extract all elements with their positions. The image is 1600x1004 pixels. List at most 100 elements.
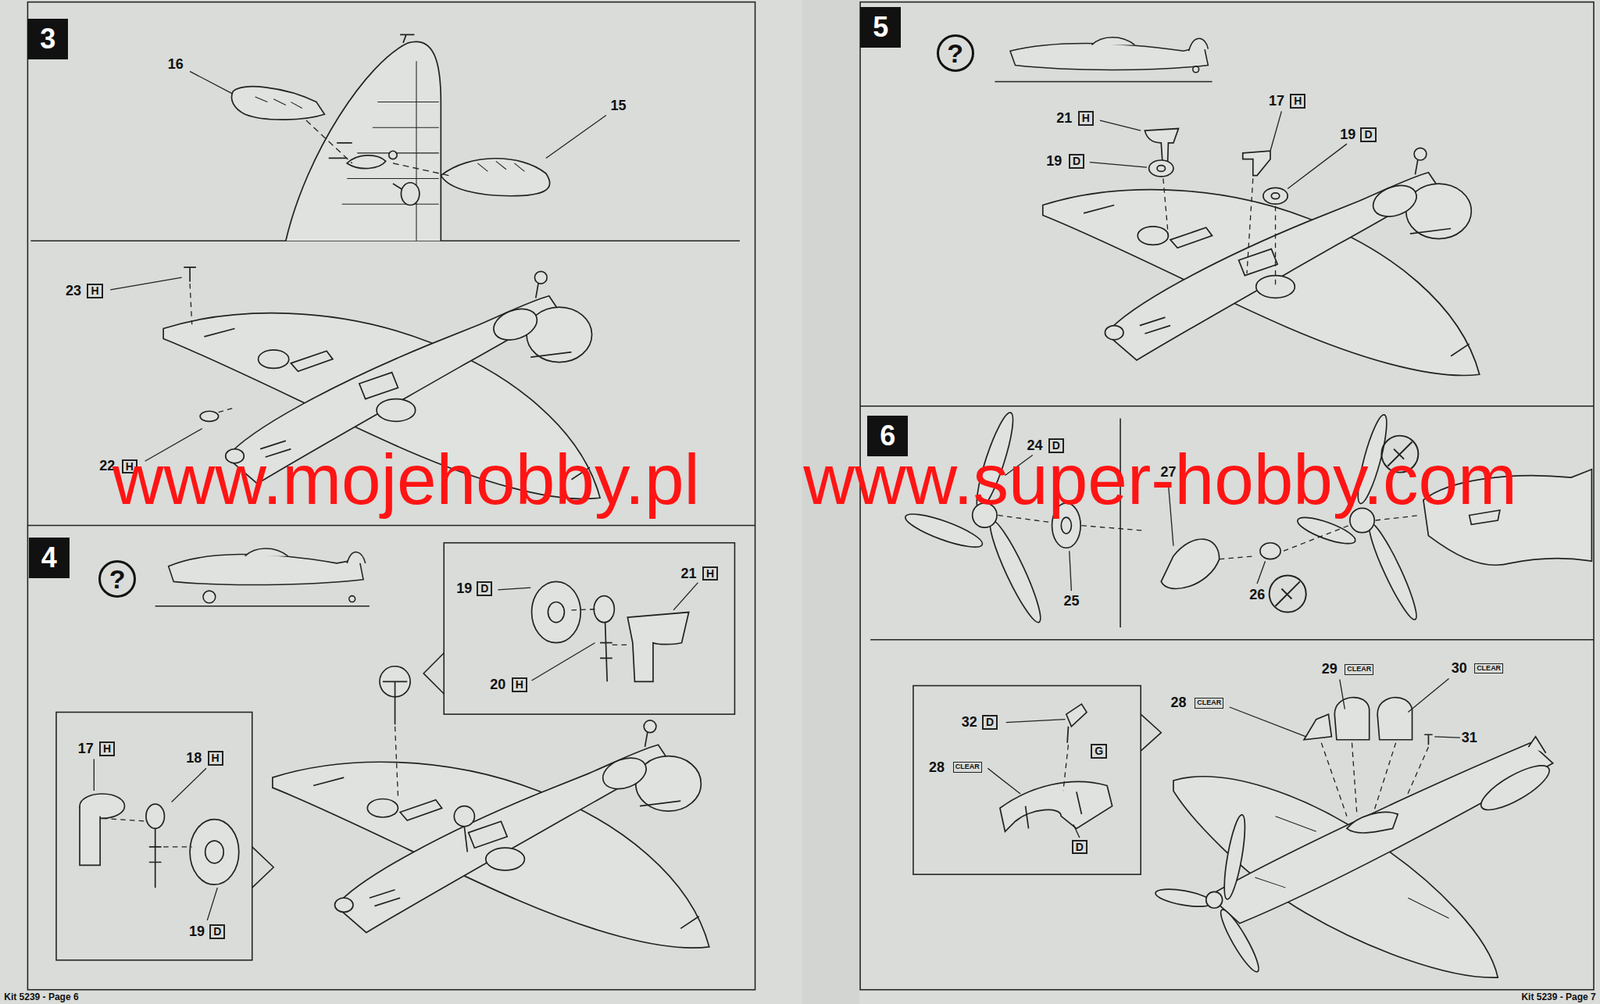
node-text: D (1364, 128, 1372, 141)
node-text: 5 (871, 13, 890, 42)
aircraft-top-view (1254, 816, 1449, 919)
propeller-parts (902, 410, 1592, 627)
node-text: H (706, 567, 715, 580)
landing-gear-parts (547, 601, 565, 622)
aircraft-top-view (1215, 906, 1265, 975)
landing-gear-parts (382, 681, 408, 725)
callout-number: 29 (1321, 660, 1339, 678)
sprue-letter: D (1068, 153, 1085, 169)
node-text: CLEAR (955, 763, 980, 772)
inset-box (423, 653, 444, 694)
aircraft-side-view (245, 548, 289, 557)
node-text: H (211, 752, 220, 765)
callout-number: 19 (455, 580, 473, 597)
callout-number: 19 (1045, 153, 1063, 170)
aircraft-top-view (1528, 736, 1546, 754)
node-text: CLEAR (1476, 664, 1501, 673)
landing-gear-parts (79, 806, 100, 866)
canopy-parts (1334, 697, 1369, 740)
assembly-guide (997, 514, 1421, 559)
canopy-parts (1377, 697, 1412, 740)
aircraft-side-view (155, 548, 370, 607)
callout-number: 25 (1062, 592, 1080, 610)
landing-gear-parts (600, 622, 613, 683)
propeller-parts (1260, 542, 1281, 560)
page-footer: Kit 5239 - Page 6 (3, 991, 79, 1003)
aircraft-underside (272, 720, 710, 948)
landing-gear-parts (464, 826, 468, 853)
tail-assembly (232, 86, 325, 120)
inset-box (56, 542, 735, 961)
aircraft-top-view (1206, 891, 1223, 908)
propeller-parts (1160, 539, 1219, 589)
gear-door-parts (1149, 160, 1174, 177)
inset-box (443, 542, 735, 715)
sprue-letter: H (1078, 110, 1094, 126)
gear-door-parts (1157, 165, 1165, 172)
aircraft-top-view (1475, 757, 1556, 818)
small-parts (200, 410, 219, 422)
node-text: D (1072, 155, 1081, 168)
tail-assembly (400, 182, 420, 206)
callout-number: 24 (1025, 437, 1043, 454)
aircraft-side-view (1091, 37, 1135, 46)
landing-gear-parts (532, 581, 582, 643)
aircraft-side-view (994, 81, 1212, 83)
callout-number: 27 (1159, 464, 1177, 481)
assembly-guide (102, 609, 631, 847)
aircraft-side-view (1010, 43, 1208, 71)
aircraft-side-view (1192, 66, 1200, 73)
callout-number: 32 (960, 714, 979, 731)
sprue-letter: CLEAR (953, 761, 983, 773)
sprue-letter: CLEAR (1194, 697, 1224, 709)
landing-gear-parts (593, 596, 615, 623)
page-footer: Kit 5239 - Page 7 (1521, 991, 1596, 1003)
tail-assembly (400, 34, 415, 43)
tail-assembly (346, 155, 386, 169)
tail-assembly (285, 41, 441, 241)
sprue-letter: H (1289, 93, 1306, 109)
gear-door-parts (1144, 128, 1288, 205)
step-number: 3 (27, 18, 68, 60)
callout-number: 17 (1267, 92, 1286, 110)
sprue-letter: D (982, 714, 998, 730)
callout-number: 26 (1248, 586, 1266, 604)
aircraft-side-view (1189, 38, 1209, 51)
gear-door-parts (1242, 150, 1271, 175)
callout-number: 28 (928, 759, 946, 776)
small-parts (183, 267, 218, 422)
aircraft-top-view (1209, 742, 1554, 924)
landing-gear-parts (146, 803, 165, 829)
inset-box (1140, 714, 1161, 751)
canopy-parts (1067, 726, 1068, 743)
node-text: 3 (38, 25, 58, 54)
node-text: G (1094, 745, 1104, 758)
propeller-parts (983, 516, 1048, 626)
step-number: 4 (28, 537, 70, 579)
canopy-parts (1025, 791, 1083, 829)
assembly-guide (189, 283, 233, 413)
tail-assembly (342, 60, 440, 241)
step-number: 5 (860, 7, 901, 48)
help-symbol: ? (936, 34, 975, 72)
canopy-parts (1066, 703, 1087, 727)
callout-number: 21 (680, 565, 698, 583)
node-text: CLEAR (1196, 699, 1222, 708)
aircraft-side-view (994, 37, 1212, 83)
landing-gear-parts (189, 819, 240, 886)
sprue-letter: D (1071, 839, 1088, 855)
node-text: CLEAR (1346, 665, 1372, 674)
small-parts (183, 267, 197, 282)
node-text: D (480, 582, 489, 595)
panel-frame (860, 405, 1594, 408)
tail-assembly (232, 34, 550, 241)
no-glue-symbol (1275, 581, 1300, 606)
sprue-letter: H (702, 566, 718, 582)
callout-number: 20 (489, 676, 507, 693)
sprue-letter: D (476, 581, 493, 597)
aircraft-side-view (349, 596, 356, 603)
canopy-parts (1000, 781, 1113, 832)
aircraft-side-view (168, 554, 364, 586)
aircraft-top-view (1153, 736, 1555, 978)
landing-gear-parts (79, 581, 690, 888)
